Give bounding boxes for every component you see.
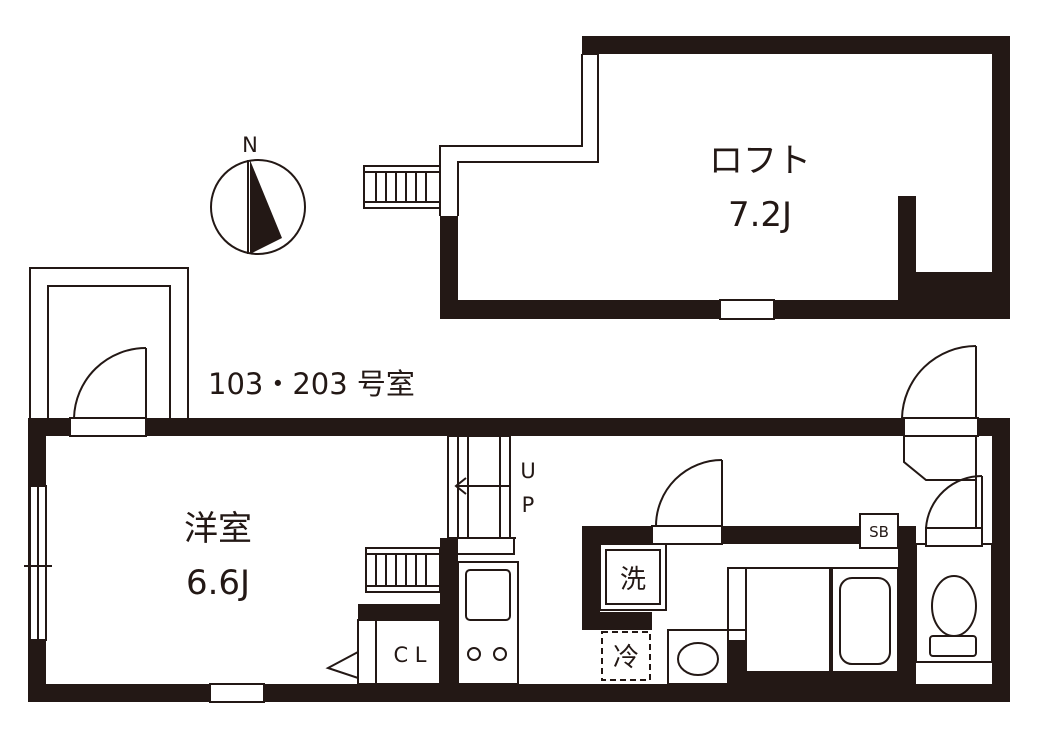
compass-north-label: N [242, 133, 258, 157]
loft-wall-top [582, 36, 1010, 54]
kitchen-unit [457, 561, 519, 685]
loft-wall-right [992, 36, 1010, 319]
loft-wall-left [440, 216, 458, 319]
loft-window [719, 299, 775, 320]
western-room-size: 6.6J [186, 563, 250, 603]
bathroom [727, 567, 899, 673]
closet[interactable] [325, 619, 441, 685]
entrance-porch [29, 267, 189, 418]
stairs-up-label-p: P [522, 493, 535, 517]
wall-bath-left [582, 526, 600, 630]
loft-railing [457, 53, 599, 216]
wall-bath-shelf [582, 612, 652, 630]
fridge-label: 冷 [613, 643, 639, 673]
western-room-window-bottom [209, 683, 265, 703]
wall-toilet-left [898, 526, 916, 702]
stairs [447, 435, 516, 555]
washer-label: 洗 [620, 565, 646, 595]
rear-door[interactable] [901, 345, 979, 528]
toilet-door[interactable] [925, 474, 983, 547]
washbasin [667, 629, 729, 685]
western-room-window-left [24, 485, 52, 641]
wall-right [992, 418, 1010, 702]
stove-burner-icon [493, 647, 507, 661]
refrigerator [601, 631, 651, 681]
loft-level [440, 36, 1010, 319]
loft-wall-corner [898, 272, 1010, 319]
room-ladder [365, 547, 441, 593]
loft-railing-outer [439, 54, 583, 216]
compass-icon [210, 159, 306, 255]
toilet-bowl-icon [931, 575, 977, 637]
toilet-tank-icon [929, 635, 977, 657]
entrance-door[interactable] [69, 347, 147, 437]
unit-label: 103・203 号室 [208, 367, 415, 401]
loft-name: ロフト [709, 141, 811, 181]
washroom-door[interactable] [651, 459, 723, 545]
shoebox [859, 513, 899, 549]
stove-burner-icon [467, 647, 481, 661]
wall-top [28, 418, 1010, 436]
wall-closet-top [358, 604, 458, 620]
shoebox-label: SB [869, 523, 889, 541]
closet-label: C L [393, 643, 426, 667]
stairs-up-label-u: U [520, 459, 535, 483]
western-room-name: 洋室 [184, 509, 252, 549]
loft-ladder [363, 165, 441, 209]
toilet-room [915, 543, 993, 663]
washing-machine [599, 543, 667, 611]
loft-size: 7.2J [728, 195, 792, 235]
